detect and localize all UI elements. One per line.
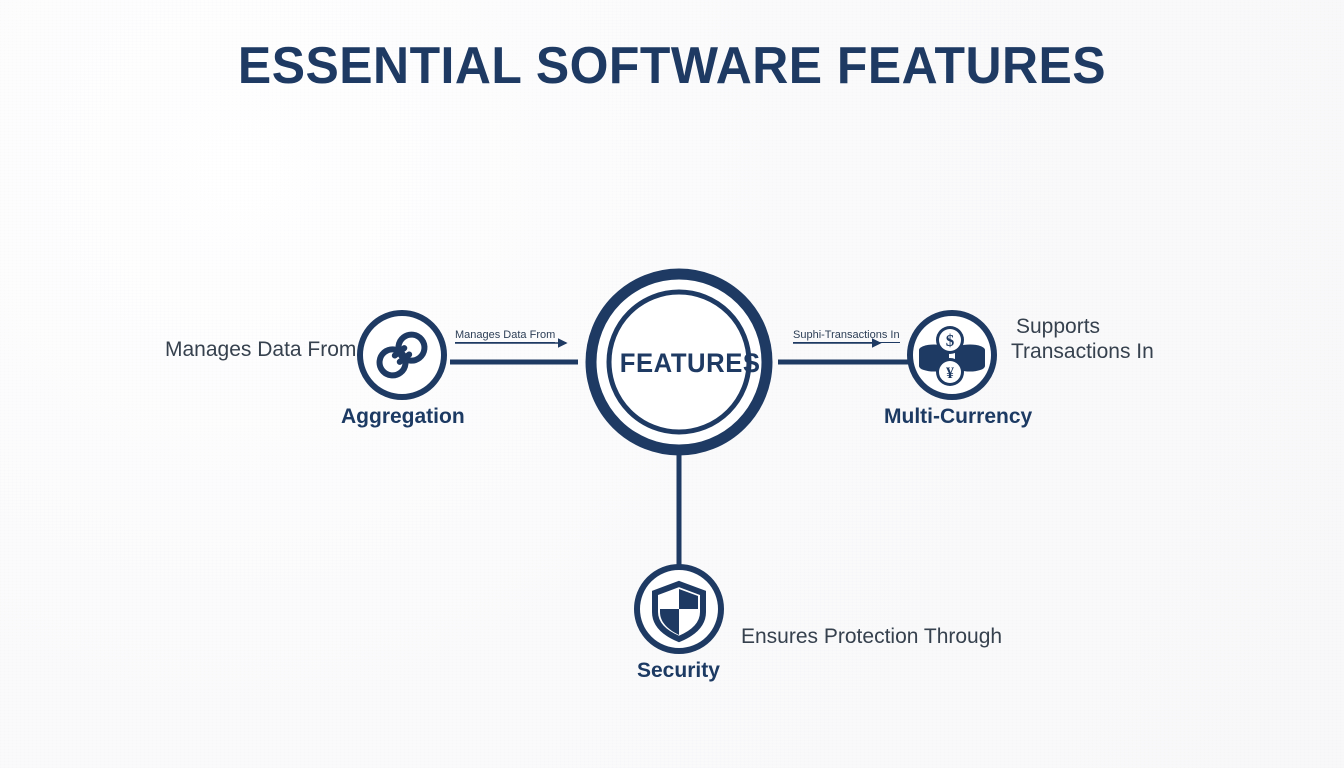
aggregation-label: Aggregation: [341, 405, 465, 428]
coin-stack-icon: $ ¥: [919, 326, 985, 386]
svg-text:¥: ¥: [946, 365, 954, 382]
multi-currency-label: Multi-Currency: [884, 405, 1033, 428]
multi-currency-description-line2: Transactions In: [1011, 340, 1154, 363]
security-description: Ensures Protection Through: [741, 625, 1003, 648]
hub-inner-ring: [606, 289, 752, 435]
security-label: Security: [637, 659, 720, 682]
chain-link-icon: [376, 331, 428, 379]
multi-currency-connector-label: Suphi-Transactions In: [793, 329, 900, 343]
svg-text:$: $: [946, 331, 955, 350]
aggregation-description: Manages Data From: [165, 338, 357, 361]
shield-icon: [652, 580, 706, 643]
hub-label: FEATURES: [619, 348, 761, 378]
page-title: ESSENTIAL SOFTWARE FEATURES: [237, 37, 1107, 95]
multi-currency-description-line1: Supports: [1016, 315, 1101, 338]
multi-currency-node-circle[interactable]: [907, 310, 997, 400]
aggregation-connector-label: Manages Data From: [455, 329, 556, 343]
